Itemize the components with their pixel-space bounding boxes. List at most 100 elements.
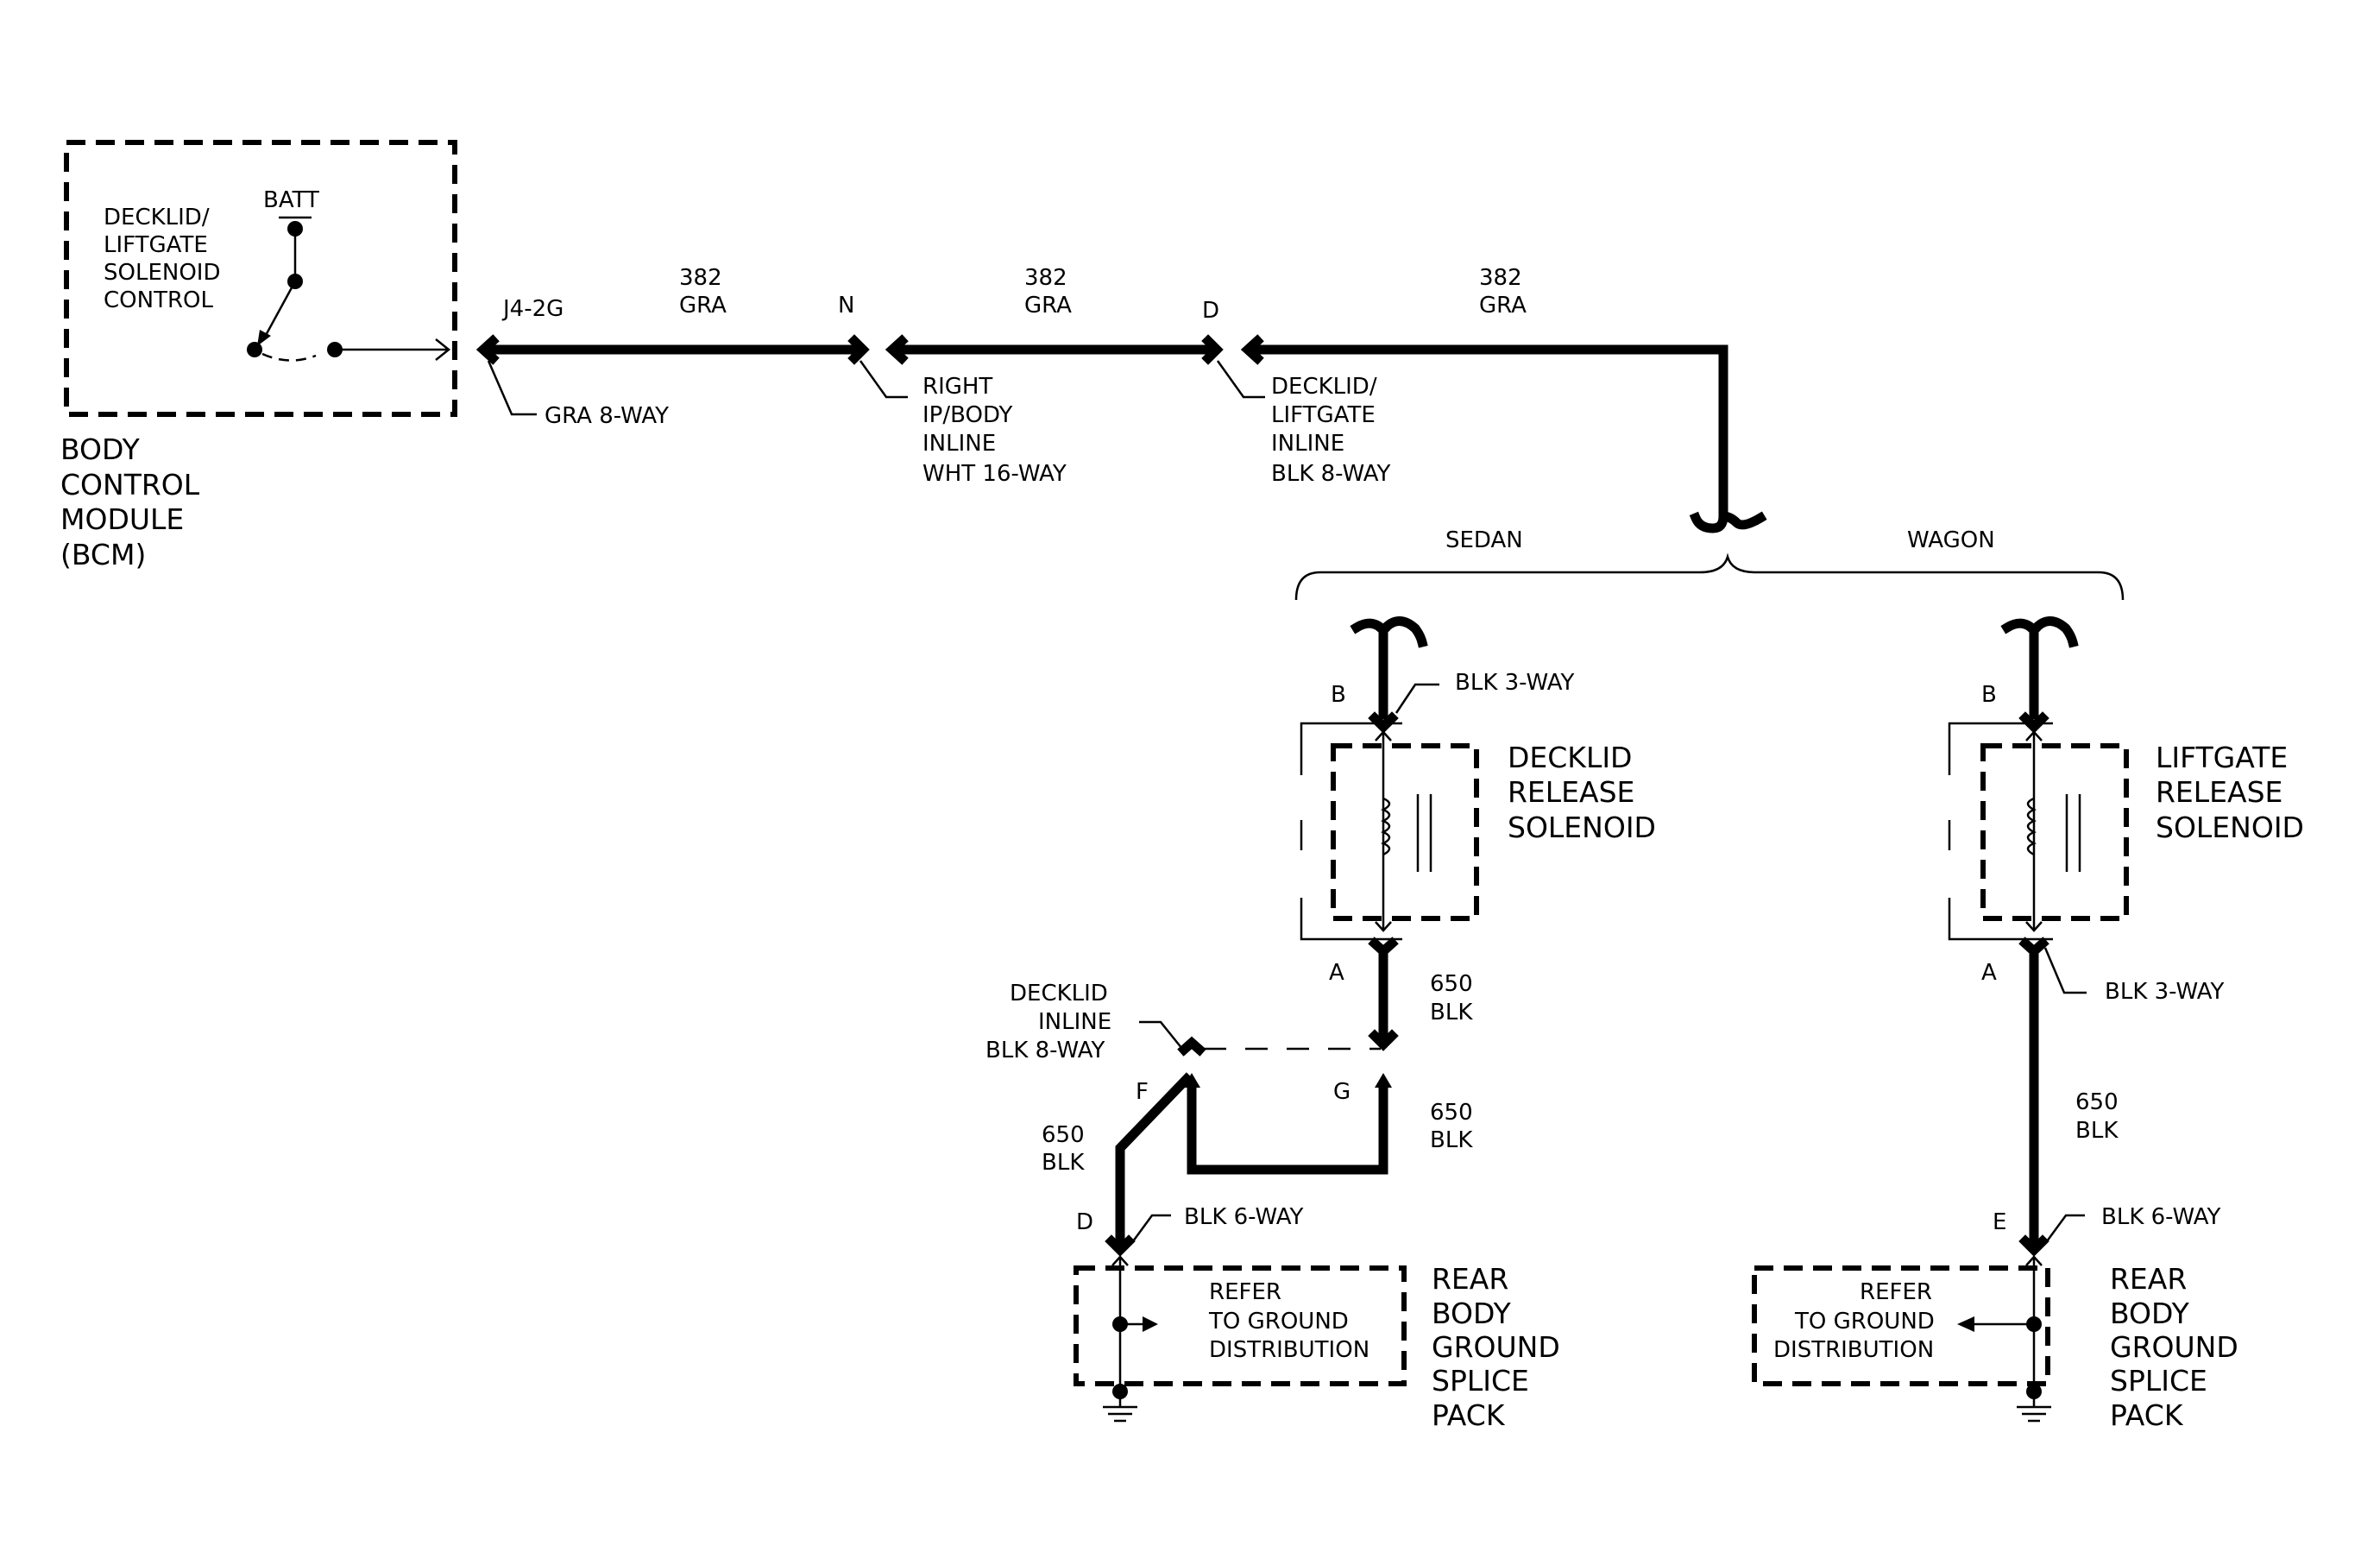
d-desc-3: INLINE: [1271, 431, 1344, 457]
sedan-splice-4: SPLICE: [1432, 1364, 1529, 1398]
wagon-solenoid-2: RELEASE: [2156, 775, 2282, 809]
sedan-wire-f-d: [1115, 1072, 1193, 1246]
wagon-refer-2: TO GROUND: [1794, 1309, 1935, 1335]
bcm-control-label-2: LIFTGATE: [104, 232, 208, 258]
bcm-name-4: (BCM): [60, 538, 146, 571]
sedan-inline-f-top-mark: [1177, 1036, 1206, 1057]
wagon-pin-b: B: [1981, 682, 1997, 708]
sedan-splice-symbol: [1103, 1255, 1158, 1423]
wire-2-color: GRA: [1024, 293, 1072, 319]
wire-3-circuit: 382: [1479, 265, 1522, 291]
sedan-pin-a: A: [1329, 960, 1344, 986]
sedan-splice-3: GROUND: [1432, 1330, 1560, 1364]
bcm-control-label-1: DECKLID/: [104, 205, 210, 230]
j4-desc: GRA 8-WAY: [545, 403, 669, 429]
wagon-e-conn: BLK 6-WAY: [2101, 1204, 2221, 1230]
sedan-splice-1: REAR: [1432, 1262, 1508, 1296]
d-desc-4: BLK 8-WAY: [1271, 461, 1391, 487]
sedan-splice-5: PACK: [1432, 1398, 1506, 1432]
wagon-coil-symbol: [2025, 730, 2081, 932]
sedan-wire-f-color: BLK: [1042, 1150, 1085, 1176]
bcm-control-label-3: SOLENOID: [104, 260, 220, 286]
n-leader: [859, 360, 908, 399]
sedan-pin-d: D: [1076, 1209, 1093, 1235]
n-terminal: N: [838, 293, 854, 319]
d-desc-2: LIFTGATE: [1271, 402, 1376, 428]
sedan-wire-fg-loop: [1187, 1081, 1388, 1175]
wire-3-color: GRA: [1479, 293, 1527, 319]
option-wagon: WAGON: [1907, 527, 1995, 553]
wagon-solenoid-box: [1980, 743, 2129, 921]
sedan-solenoid-1: DECKLID: [1508, 741, 1632, 774]
sedan-splice-2: BODY: [1432, 1297, 1512, 1330]
wagon-pin-e: E: [1993, 1209, 2006, 1235]
sedan-solenoid-3: SOLENOID: [1508, 811, 1656, 844]
sedan-conn-outline-bottom: [1300, 898, 1402, 941]
sedan-refer-3: DISTRIBUTION: [1209, 1337, 1369, 1363]
bcm-switch-symbol: [247, 216, 451, 362]
bcm-name-3: MODULE: [60, 502, 184, 536]
sedan-d-conn: BLK 6-WAY: [1184, 1204, 1304, 1230]
wagon-a-leader: [2043, 947, 2087, 994]
n-desc-3: INLINE: [922, 431, 996, 457]
wagon-refer-1: REFER: [1860, 1279, 1932, 1305]
wagon-b-pin-mark: [2018, 711, 2049, 734]
sedan-inline-leader: [1139, 1020, 1183, 1050]
option-brace: [1294, 552, 2125, 601]
bcm-control-label-4: CONTROL: [104, 287, 213, 313]
wagon-a-conn: BLK 3-WAY: [2105, 979, 2225, 1005]
wagon-splice-5: PACK: [2110, 1398, 2184, 1432]
sedan-wire-g-circuit: 650: [1430, 1100, 1473, 1126]
wagon-splice-4: SPLICE: [2110, 1364, 2207, 1398]
n-desc-2: IP/BODY: [922, 402, 1013, 428]
sedan-solenoid-2: RELEASE: [1508, 775, 1634, 809]
sedan-b-conn: BLK 3-WAY: [1455, 670, 1575, 696]
sedan-b-pin-mark: [1368, 711, 1399, 734]
wagon-refer-3: DISTRIBUTION: [1773, 1337, 1934, 1363]
option-hook-left: [1689, 511, 1728, 533]
sedan-d-pin-mark: [1105, 1234, 1136, 1257]
wagon-wire-color: BLK: [2075, 1118, 2119, 1144]
wagon-top-hook: [2000, 616, 2079, 720]
wire-382-segment-2: [885, 334, 1224, 365]
wagon-solenoid-1: LIFTGATE: [2156, 741, 2288, 774]
sedan-solenoid-box: [1331, 743, 1479, 921]
n-desc-1: RIGHT: [922, 374, 992, 400]
n-desc-4: WHT 16-WAY: [922, 461, 1067, 487]
wagon-conn-outline-bottom: [1948, 898, 2053, 941]
wagon-conn-outline-top: [1948, 722, 2053, 775]
sedan-inline-3: BLK 8-WAY: [985, 1038, 1105, 1063]
bcm-name-1: BODY: [60, 432, 141, 466]
wagon-e-leader: [2045, 1214, 2085, 1242]
d-terminal: D: [1202, 298, 1219, 324]
bcm-name-2: CONTROL: [60, 468, 200, 502]
sedan-refer-2: TO GROUND: [1208, 1309, 1349, 1335]
sedan-wire-f-circuit: 650: [1042, 1122, 1085, 1148]
sedan-inline-1: DECKLID: [1010, 981, 1108, 1007]
wagon-solenoid-3: SOLENOID: [2156, 811, 2304, 844]
sedan-g-top-mark: [1368, 1029, 1399, 1051]
wire-1-color: GRA: [679, 293, 727, 319]
wagon-splice-box: [1752, 1265, 2050, 1386]
sedan-pin-g: G: [1333, 1079, 1351, 1105]
sedan-splice-box: [1074, 1265, 1407, 1386]
wire-382-segment-1: [475, 334, 870, 365]
sedan-top-hook: [1350, 616, 1428, 720]
j4-leader: [487, 360, 537, 416]
sedan-inline-2: INLINE: [1038, 1009, 1111, 1035]
sedan-wire-g-color: BLK: [1430, 1127, 1473, 1153]
sedan-pin-b: B: [1331, 682, 1346, 708]
sedan-refer-1: REFER: [1209, 1279, 1281, 1305]
wagon-splice-3: GROUND: [2110, 1330, 2238, 1364]
sedan-b-leader: [1395, 683, 1439, 714]
option-hook-right: [1718, 511, 1767, 530]
sedan-pin-f: F: [1136, 1079, 1149, 1105]
j4-terminal: J4-2G: [501, 296, 564, 322]
bcm-box: [64, 140, 457, 417]
sedan-d-leader: [1131, 1214, 1171, 1242]
sedan-wire-a-color: BLK: [1430, 1000, 1473, 1025]
wagon-splice-2: BODY: [2110, 1297, 2190, 1330]
wagon-pin-a: A: [1981, 960, 1997, 986]
d-leader: [1216, 360, 1265, 399]
